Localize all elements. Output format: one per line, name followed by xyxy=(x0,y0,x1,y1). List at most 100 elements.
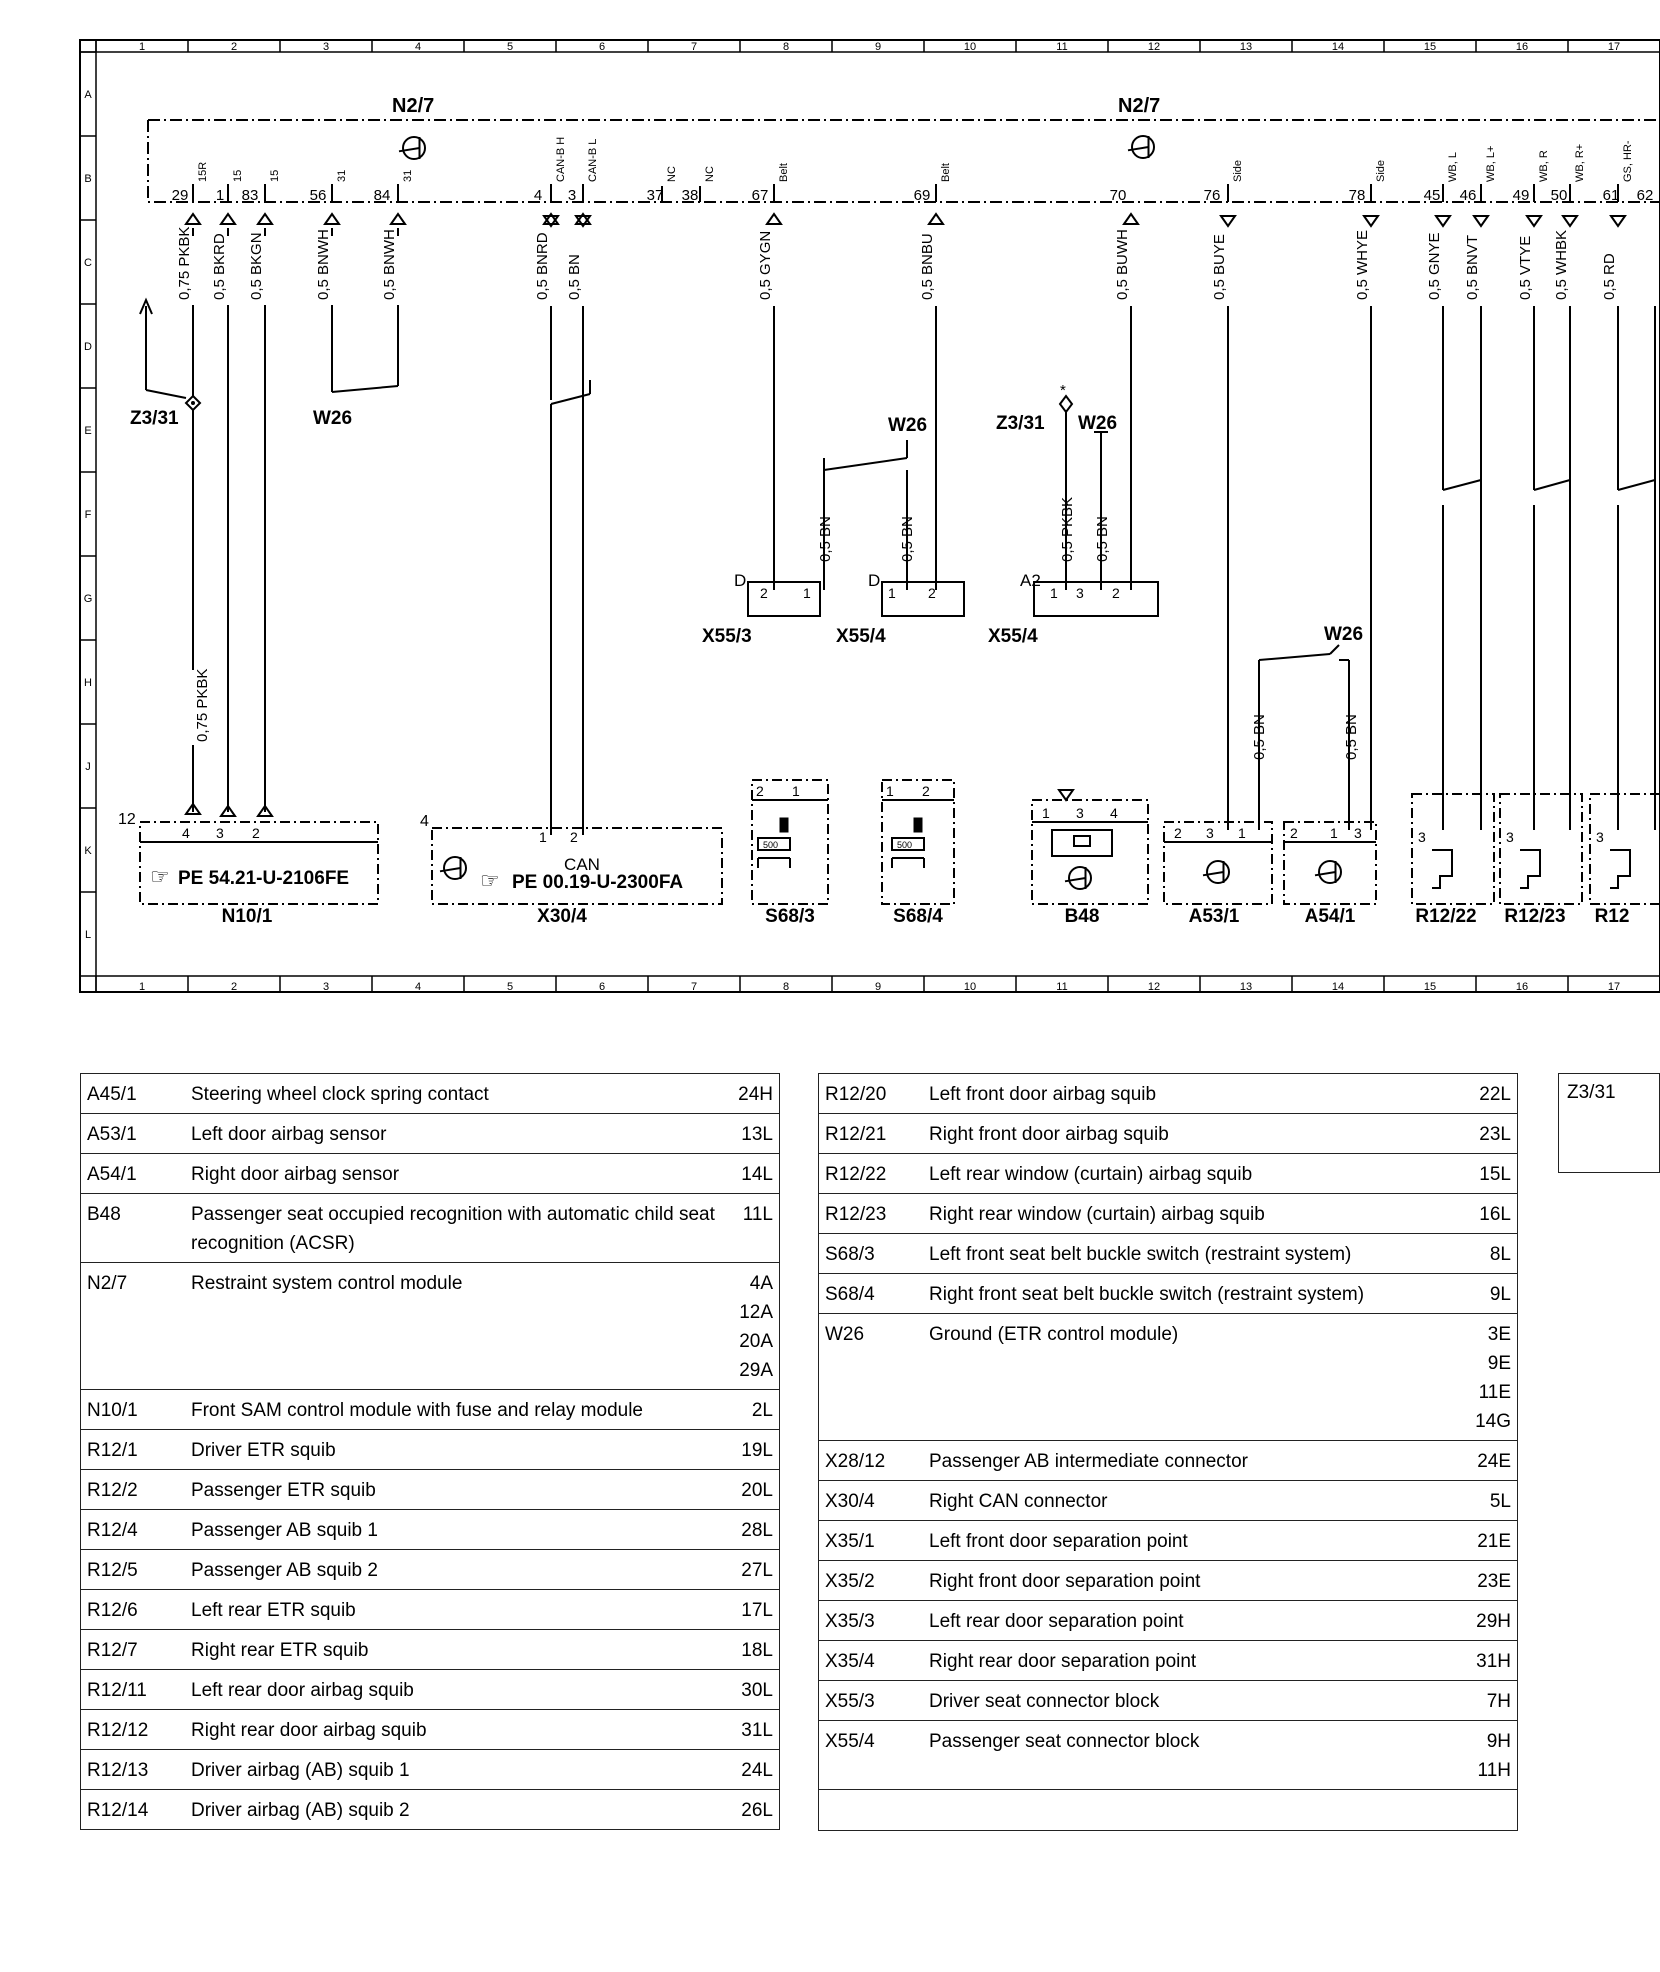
arrow-up-icon xyxy=(389,212,407,225)
asterisk-label: * xyxy=(1060,382,1066,399)
pin-number: 49 xyxy=(1513,187,1530,204)
connector-pin-number: 1 xyxy=(539,829,547,845)
module-title: N2/7 xyxy=(392,95,434,117)
connector-pin-group-label: D xyxy=(868,571,880,590)
connector-pin-number: 3 xyxy=(1354,825,1362,841)
connector-pin-number: 1 xyxy=(792,783,800,799)
legend-location: 22L xyxy=(1479,1084,1511,1105)
grid-column-label: 16 xyxy=(1516,981,1528,993)
grid-column-label: 9 xyxy=(875,41,881,53)
wire-color-label: 0,5 BNWH xyxy=(315,229,332,300)
legend-code: R12/12 xyxy=(80,1709,185,1750)
reference-label: PE 00.19-U-2300FA xyxy=(512,872,683,893)
connector-name: X55/4 xyxy=(836,626,886,647)
grid-column-label: 13 xyxy=(1240,41,1252,53)
resistor-value: 500 xyxy=(897,840,912,850)
grid-row-label: G xyxy=(84,593,93,605)
pin-number: 61 xyxy=(1603,187,1620,204)
wire-line xyxy=(1533,479,1571,491)
legend-desc: Right rear door separation point xyxy=(923,1640,1460,1681)
legend-code: N2/7 xyxy=(80,1262,185,1390)
splice-dot-icon xyxy=(191,401,195,405)
wire-color-label: 0,5 BUWH xyxy=(1114,229,1131,300)
control-unit-icon-line xyxy=(398,147,420,153)
grid-row-label: A xyxy=(84,89,92,101)
connector-pin-group-label: D xyxy=(734,571,746,590)
grid-column-label: 14 xyxy=(1332,41,1344,53)
legend-location: 9H 11H xyxy=(1459,1720,1518,1790)
component-outline xyxy=(1283,821,1377,905)
grid-column-label: 8 xyxy=(783,41,789,53)
wire-color-label: 0,5 BNVT xyxy=(1464,235,1481,300)
control-unit-icon-line xyxy=(1127,146,1149,152)
connector-pin-number: 2 xyxy=(922,783,930,799)
grid-column-label: 9 xyxy=(875,981,881,993)
arrow-down-icon xyxy=(574,215,592,228)
wire-color-label: 0,75 PKBK xyxy=(194,669,211,742)
grid-row-label: L xyxy=(85,929,91,941)
component-name: X30/4 xyxy=(537,906,587,927)
wire-color-label: 0,5 VTYE xyxy=(1517,236,1534,300)
grid-column-label: 11 xyxy=(1056,981,1067,993)
pin-number: 50 xyxy=(1551,187,1568,204)
legend-location: 31L xyxy=(732,1709,780,1750)
legend-location: 9L xyxy=(1459,1273,1518,1314)
pin-signal-label: Side xyxy=(1375,160,1387,182)
legend-location: 24H xyxy=(738,1084,773,1105)
grid-row-label: E xyxy=(84,425,91,437)
arrow-up-icon xyxy=(219,804,237,817)
squib-icon xyxy=(1610,849,1631,889)
pin-number: 3 xyxy=(568,187,576,204)
grid-column-label: 15 xyxy=(1424,981,1436,993)
pin-number: 4 xyxy=(534,187,542,204)
connector-label: 12 xyxy=(118,811,136,828)
legend-code: N10/1 xyxy=(80,1389,185,1430)
legend-code: X35/2 xyxy=(818,1560,923,1601)
ground-label: W26 xyxy=(1078,413,1117,434)
legend-code: X35/1 xyxy=(818,1520,923,1561)
legend-location: 18L xyxy=(732,1629,780,1670)
legend-desc: Passenger AB squib 2 xyxy=(185,1549,733,1590)
frame-border xyxy=(79,39,1660,993)
sensor-block xyxy=(1051,829,1113,857)
wire-color-label: 0,5 BKGN xyxy=(248,232,265,300)
legend-location: 8L xyxy=(1459,1233,1518,1274)
connector-pin-number: 3 xyxy=(1596,829,1604,845)
pin-signal-label: CAN-B H xyxy=(555,137,567,182)
arrow-up-icon xyxy=(542,212,560,225)
wire-color-label: 0,5 BNRD xyxy=(534,232,551,300)
grid-row-label: C xyxy=(84,257,92,269)
grid-row-label: F xyxy=(85,509,92,521)
connector-pin-number: 2 xyxy=(760,585,768,601)
component-name: A54/1 xyxy=(1305,906,1356,927)
arrow-up-icon xyxy=(184,212,202,225)
resistor-icon xyxy=(1073,835,1091,847)
legend-code: X35/4 xyxy=(818,1640,923,1681)
legend-desc: Steering wheel clock spring contact xyxy=(191,1084,489,1105)
squib-icon xyxy=(1432,849,1453,889)
connector-block xyxy=(1033,581,1159,617)
pin-number: 78 xyxy=(1349,187,1366,204)
arrow-up-icon xyxy=(927,212,945,225)
grid-column-label: 7 xyxy=(691,41,697,53)
grid-column-label: 17 xyxy=(1608,41,1620,53)
legend-desc: Right rear window (curtain) airbag squib xyxy=(923,1193,1460,1234)
legend-desc: Left front door airbag squib xyxy=(929,1084,1157,1105)
grid-row-label: B xyxy=(84,173,91,185)
pin-signal-label: 15 xyxy=(232,170,244,182)
legend-location: 31H xyxy=(1459,1640,1518,1681)
wire-color-label: 0,5 GYGN xyxy=(757,231,774,300)
legend-code: R12/13 xyxy=(80,1749,185,1790)
grid-row-label: D xyxy=(84,341,92,353)
component-outline xyxy=(1589,793,1660,905)
